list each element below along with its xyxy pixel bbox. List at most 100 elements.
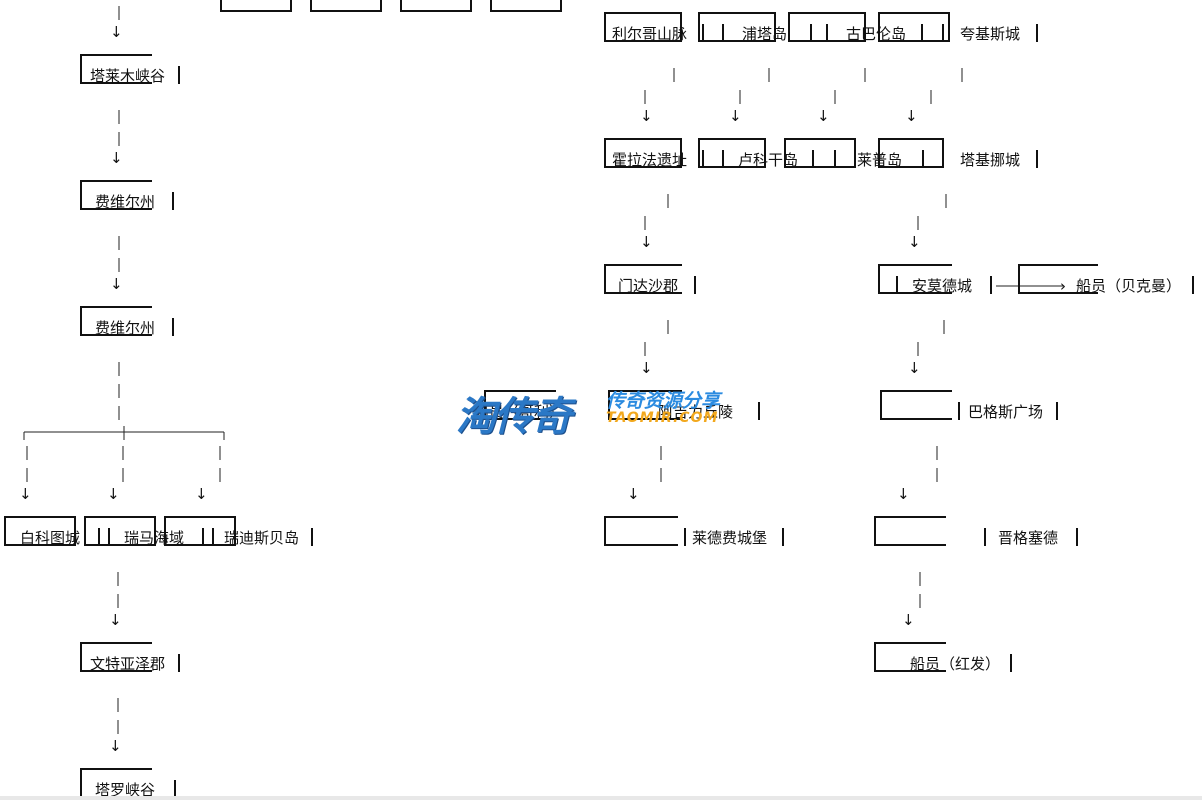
node-gubalun-label: 古巴伦岛	[846, 25, 907, 43]
node-gubalun-bar	[826, 24, 828, 42]
node-ruima-bar	[108, 528, 110, 546]
node-hidden-left-label: 船员（哥利）	[474, 403, 565, 421]
node-laidefei-bar	[684, 528, 686, 546]
node-lierge-box	[604, 12, 682, 42]
node-feiweier2-label: 费维尔州	[95, 319, 156, 337]
node-talaimu-bar	[178, 66, 180, 84]
node-huolafa-box	[604, 138, 682, 168]
node-feiweier2-box	[80, 306, 152, 336]
node-puta-bar-2	[810, 24, 812, 42]
node-stub-top-2	[310, 0, 382, 12]
node-bagesi-bar	[958, 402, 960, 420]
arrow-to-tajina: ↓	[905, 107, 918, 125]
node-laidefei-label: 莱德费城堡	[692, 529, 768, 547]
node-kuajisi-label: 夸基斯城	[960, 25, 1021, 43]
node-feiweier1-bar	[172, 192, 174, 210]
node-laidefei-bar-2	[782, 528, 784, 546]
node-anmode-bar	[896, 276, 898, 294]
watermark-logo: 淘传奇 传奇资源分享 TAOMIR.COM	[456, 388, 746, 440]
node-anmode-label: 安莫德城	[912, 277, 973, 295]
arrow-to-feiweier1: ↓	[110, 149, 123, 167]
node-wenteya-label: 文特亚泽郡	[90, 655, 166, 673]
node-laipu-bar	[834, 150, 836, 168]
node-stub-top-3	[400, 0, 472, 12]
node-luke-label: 卢科干岛	[738, 151, 799, 169]
node-bagesi-box	[880, 390, 952, 420]
node-mendasha-label: 门达沙郡	[618, 277, 679, 295]
node-bagesi-label: 巴格斯广场	[968, 403, 1044, 421]
node-luke-bar	[722, 150, 724, 168]
node-lierge-label: 利尔哥山脉	[612, 25, 688, 43]
node-ruidisi-label: 瑞迪斯贝岛	[224, 529, 300, 547]
arrow-to-taluo: ↓	[109, 737, 122, 755]
node-taluo-bar	[174, 780, 176, 798]
node-stub-top-1	[220, 0, 292, 12]
node-jingesaide-bar-2	[1076, 528, 1078, 546]
node-hongfa-label: 船员（红发）	[910, 655, 1001, 673]
node-beikeman-bar	[1192, 276, 1194, 294]
node-feiweier2-bar	[172, 318, 174, 336]
arrow-to-talaimu: ↓	[110, 23, 123, 41]
arrow-to-feiweier2: ↓	[110, 275, 123, 293]
node-puta-box	[698, 12, 776, 42]
node-huolafa-label: 霍拉法遗址	[612, 151, 688, 169]
arrow-to-wenteya: ↓	[109, 611, 122, 629]
node-luke-bar-2	[812, 150, 814, 168]
node-stub-top-4	[490, 0, 562, 12]
node-qiuling-bar	[758, 402, 760, 420]
node-baike-bar	[98, 528, 100, 546]
arrow-to-laipu: ↓	[817, 107, 830, 125]
node-ruima-box	[84, 516, 156, 546]
arrow-to-jingesaide: ↓	[897, 485, 910, 503]
node-jingesaide-box	[874, 516, 946, 546]
watermark-url: TAOMIR.COM	[606, 410, 719, 426]
node-ruima-label: 瑞马海域	[124, 529, 185, 547]
node-huolafa-bar	[702, 150, 704, 168]
arrow-to-beikeman: ›	[1060, 277, 1066, 295]
node-wenteya-bar	[178, 654, 180, 672]
node-baike-label: 白科图城	[20, 529, 81, 547]
node-luke-box	[698, 138, 766, 168]
watermark-sub: 传奇资源分享	[606, 390, 721, 412]
arrow-to-bagesi: ↓	[908, 359, 921, 377]
bottom-scroll-strip	[0, 796, 1202, 800]
arrow-to-hongfa: ↓	[902, 611, 915, 629]
arrow-to-ruima: ↓	[107, 485, 120, 503]
node-tajina-bar-2	[1036, 150, 1038, 168]
node-ruidisi-box	[164, 516, 236, 546]
node-ruidisi-bar	[212, 528, 214, 546]
node-jingesaide-bar	[984, 528, 986, 546]
node-mendasha-box	[604, 264, 682, 294]
node-kuajisi-box	[878, 12, 950, 42]
node-tajina-bar	[942, 150, 944, 168]
node-puta-bar	[722, 24, 724, 42]
edges	[23, 6, 1064, 734]
node-laidefei-box	[604, 516, 678, 546]
node-anmode-box	[878, 264, 952, 294]
node-talaimu-label: 塔莱木峡谷	[90, 67, 166, 85]
node-beikeman-label: 船员（贝克曼）	[1076, 277, 1182, 295]
arrow-to-huolafa: ↓	[640, 107, 653, 125]
arrow-to-qiuling: ↓	[640, 359, 653, 377]
node-qiuling-label: 阿吉力丘陵	[658, 403, 734, 421]
node-hongfa-box	[874, 642, 946, 672]
node-hongfa-bar	[1010, 654, 1012, 672]
watermark-main: 淘传奇	[456, 394, 572, 440]
arrow-to-baike: ↓	[19, 485, 32, 503]
node-kuajisi-bar-2	[1036, 24, 1038, 42]
node-wenteya-box	[80, 642, 152, 672]
node-feiweier1-label: 费维尔州	[95, 193, 156, 211]
node-lierge-bar	[702, 24, 704, 42]
node-hidden-left-box	[484, 390, 556, 420]
node-feiweier1-box	[80, 180, 152, 210]
node-tajina-label: 塔基挪城	[960, 151, 1021, 169]
node-tajina-box	[878, 138, 944, 168]
node-laipu-box	[784, 138, 856, 168]
node-kuajisi-bar	[942, 24, 944, 42]
node-ruidisi-bar-2	[311, 528, 313, 546]
node-taluo-label: 塔罗峡谷	[95, 781, 156, 799]
arrow-to-anmode: ↓	[908, 233, 921, 251]
node-mendasha-bar	[694, 276, 696, 294]
node-laipu-bar-2	[922, 150, 924, 168]
